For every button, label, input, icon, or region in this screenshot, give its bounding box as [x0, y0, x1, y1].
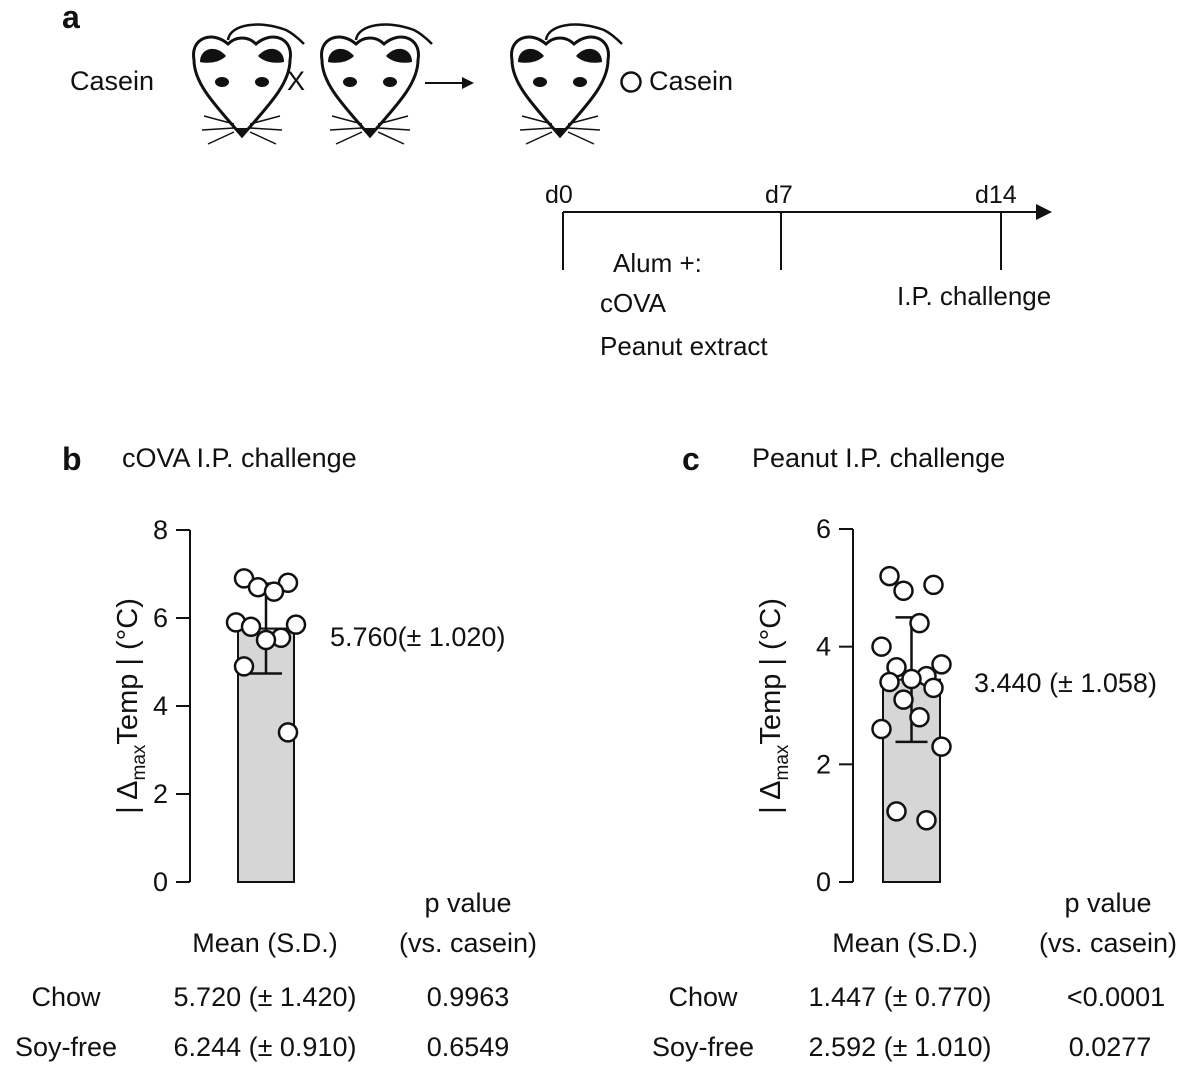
- data-point: [285, 614, 307, 635]
- table-b-header-mean: Mean (S.D.): [192, 928, 338, 958]
- y-tick-label: 6: [816, 514, 831, 544]
- data-point: [240, 616, 262, 638]
- treatment-title: Alum +:: [613, 248, 702, 278]
- timeline-day-14: d14: [975, 181, 1017, 209]
- data-point: [923, 574, 944, 596]
- table-c-header-mean: Mean (S.D.): [832, 928, 978, 958]
- data-point: [931, 736, 952, 757]
- table-c-diet: Soy-free: [652, 1032, 754, 1062]
- data-point: [263, 581, 285, 602]
- table-c-p: 0.0277: [1069, 1032, 1152, 1062]
- y-tick-label: 8: [153, 515, 168, 545]
- table-c-p: <0.0001: [1067, 982, 1165, 1012]
- table-c-mean: 1.447 (± 0.770): [809, 982, 992, 1012]
- data-point: [893, 689, 914, 710]
- table-b-header-p: p value: [424, 888, 511, 918]
- y-axis-label: | ΔmaxTemp | (°C): [112, 598, 150, 814]
- data-point: [916, 809, 937, 831]
- panel-a-letter: a: [62, 0, 80, 35]
- panel-c-letter: c: [682, 441, 700, 477]
- y-tick-label: 2: [153, 779, 168, 809]
- y-tick-label: 0: [153, 867, 168, 897]
- table-c-header-p: p value: [1064, 888, 1151, 918]
- data-point: [233, 656, 255, 677]
- panel-c-title: Peanut I.P. challenge: [752, 443, 1005, 473]
- chart-b: 0 2 4 6 8 | ΔmaxTemp | (°C): [112, 515, 307, 897]
- y-tick-label: 2: [816, 749, 831, 779]
- challenge-label: I.P. challenge: [897, 281, 1051, 311]
- data-point: [879, 565, 900, 587]
- y-axis-label: | ΔmaxTemp | (°C): [755, 598, 793, 814]
- table-b-diet: Chow: [31, 982, 101, 1012]
- table-b-p: 0.6549: [427, 1032, 510, 1062]
- timeline-day-0: d0: [545, 181, 573, 209]
- data-point: [909, 612, 930, 634]
- mouse-icon: [320, 23, 434, 146]
- chart-c: 0 2 4 6 | ΔmaxTemp | (°C): [755, 514, 952, 897]
- panel-b-mean-label: 5.760(± 1.020): [330, 622, 505, 652]
- timeline-arrowhead-icon: [1036, 204, 1052, 220]
- table-b-header-p-sub: (vs. casein): [399, 928, 537, 958]
- y-tick-label: 0: [816, 867, 831, 897]
- data-point: [923, 677, 944, 699]
- left-casein-label: Casein: [70, 66, 154, 96]
- treatment-item: Peanut extract: [600, 331, 768, 361]
- table-b-diet: Soy-free: [15, 1032, 117, 1062]
- panel-b-letter: b: [62, 441, 82, 477]
- y-tick-label: 6: [153, 603, 168, 633]
- treatment-item: cOVA: [600, 288, 667, 318]
- timeline: [562, 204, 1052, 270]
- timeline-day-7: d7: [765, 181, 793, 209]
- y-tick-label: 4: [816, 632, 831, 662]
- table-b-mean: 6.244 (± 0.910): [174, 1032, 357, 1062]
- table-b-p: 0.9963: [427, 982, 510, 1012]
- data-point: [871, 636, 892, 657]
- data-point: [871, 718, 892, 740]
- table-c-mean: 2.592 (± 1.010): [809, 1032, 992, 1062]
- mouse-icon: [510, 23, 624, 146]
- cross-symbol: X: [287, 66, 305, 96]
- right-casein-label: Casein: [649, 66, 733, 96]
- table-b-mean: 5.720 (± 1.420): [174, 982, 357, 1012]
- panel-c-mean-label: 3.440 (± 1.058): [974, 668, 1157, 698]
- panel-b-title: cOVA I.P. challenge: [122, 443, 357, 473]
- arrow-right-icon: [425, 77, 474, 89]
- data-point: [909, 707, 930, 728]
- data-point: [886, 801, 907, 822]
- data-point: [901, 668, 922, 690]
- data-point: [879, 671, 900, 693]
- table-c-header-p-sub: (vs. casein): [1039, 928, 1177, 958]
- data-point: [277, 722, 299, 743]
- data-point: [893, 580, 914, 602]
- data-point: [255, 629, 277, 651]
- open-circle-icon: [620, 71, 642, 93]
- table-c-diet: Chow: [668, 982, 738, 1012]
- y-tick-label: 4: [153, 691, 168, 721]
- data-point: [931, 654, 952, 675]
